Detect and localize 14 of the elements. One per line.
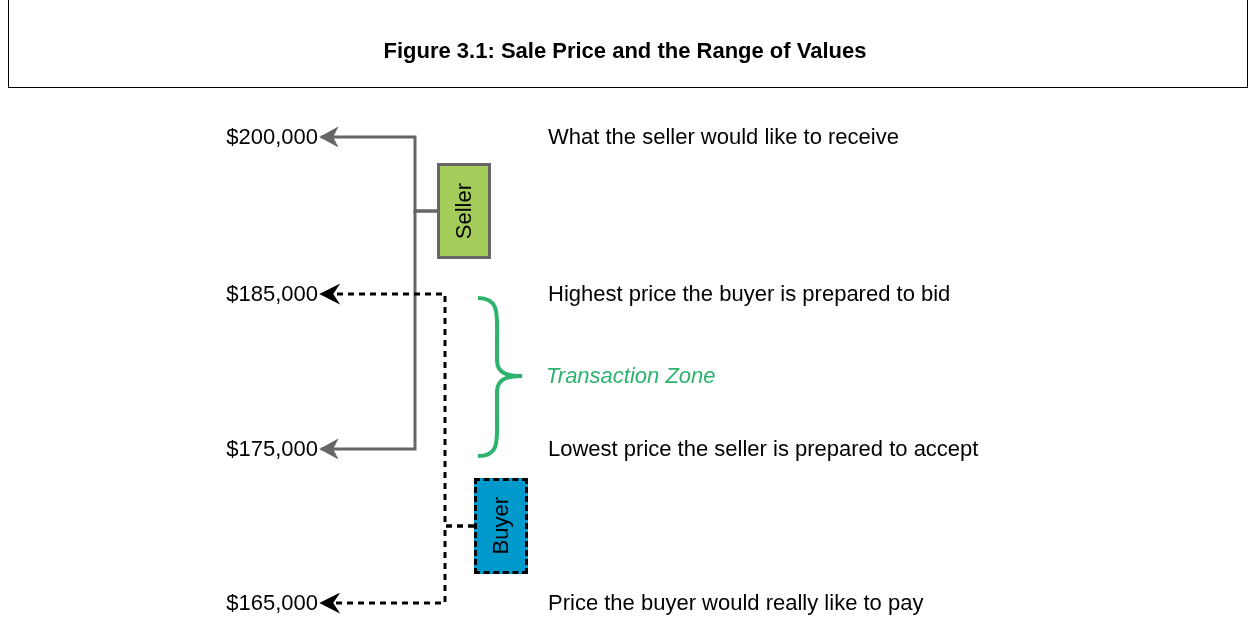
price-label: $200,000 (198, 123, 318, 151)
party-box: Seller (437, 163, 491, 259)
price-description: Lowest price the seller is prepared to accept (548, 435, 979, 463)
price-label: $165,000 (198, 589, 318, 617)
arrow (319, 209, 437, 460)
price-label: $185,000 (198, 280, 318, 308)
price-label: $175,000 (198, 435, 318, 463)
price-description: Highest price the buyer is prepared to bid (548, 280, 951, 308)
zone-label: Transaction Zone (546, 362, 716, 390)
arrow (319, 524, 474, 614)
price-description: What the seller would like to receive (548, 123, 899, 151)
price-description: Price the buyer would really like to pay (548, 589, 924, 617)
party-box: Buyer (474, 478, 528, 574)
figure-title: Figure 3.1: Sale Price and the Range of Values (383, 38, 867, 63)
